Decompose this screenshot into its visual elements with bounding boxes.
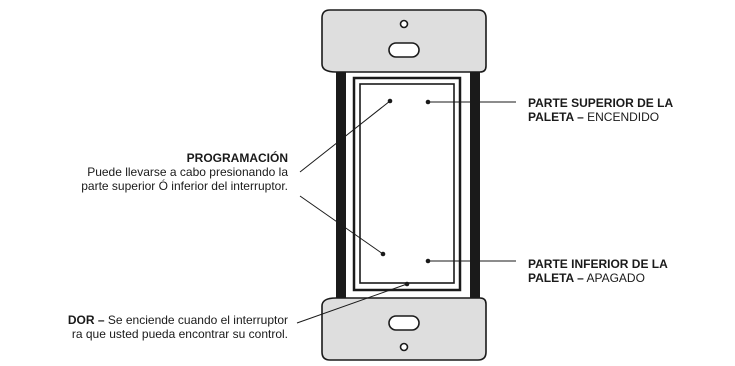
programming-line-2: parte superior Ó inferior del interrupto…	[81, 179, 288, 193]
programming-line-1: Puede llevarse a cabo presionando la	[87, 165, 288, 179]
leader-indicator	[296, 283, 408, 324]
paddle-top-title-2: PALETA –	[528, 110, 584, 124]
dot-programming-bottom	[380, 251, 386, 257]
mounting-slot-icon	[388, 42, 420, 58]
screw-hole-icon	[399, 19, 409, 29]
paddle-bottom-state: APAGADO	[586, 271, 645, 285]
paddle-bottom-title: PARTE INFERIOR DE LA	[528, 257, 668, 271]
paddle-inner	[359, 83, 455, 284]
paddle-top-callout: PARTE SUPERIOR DE LA PALETA – ENCENDIDO	[528, 96, 673, 124]
indicator-line-2: ra que usted pueda encontrar su control.	[71, 327, 288, 341]
indicator-text-1: Se enciende cuando el interruptor	[107, 313, 288, 327]
indicator-callout: DOR – Se enciende cuando el interruptor …	[68, 313, 288, 341]
paddle-bottom-title-2: PALETA –	[528, 271, 584, 285]
dot-programming-top	[387, 98, 393, 104]
programming-title: PROGRAMACIÓN	[186, 151, 288, 165]
dot-paddle-bottom	[425, 258, 431, 264]
paddle-top-state: ENCENDIDO	[587, 110, 660, 124]
leader-programming-top	[299, 100, 391, 173]
dot-indicator	[404, 281, 410, 287]
indicator-line-1: DOR – Se enciende cuando el interruptor	[68, 313, 288, 327]
paddle	[352, 76, 462, 292]
paddle-bottom-callout: PARTE INFERIOR DE LA PALETA – APAGADO	[528, 257, 668, 285]
bottom-mounting-strap	[321, 297, 487, 361]
top-mounting-strap	[321, 9, 487, 73]
dot-paddle-top	[425, 99, 431, 105]
paddle-bottom-line-2: PALETA – APAGADO	[528, 271, 668, 285]
leader-lines	[296, 100, 516, 324]
leader-programming-bottom	[299, 195, 384, 255]
indicator-title: DOR –	[67, 313, 105, 327]
programming-callout: PROGRAMACIÓN Puede llevarse a cabo presi…	[81, 151, 288, 193]
target-dots	[380, 98, 431, 287]
paddle-top-line-2: PALETA – ENCENDIDO	[528, 110, 673, 124]
paddle-top-title: PARTE SUPERIOR DE LA	[528, 96, 674, 110]
mounting-slot-icon	[388, 315, 420, 331]
screw-hole-icon	[399, 342, 409, 352]
